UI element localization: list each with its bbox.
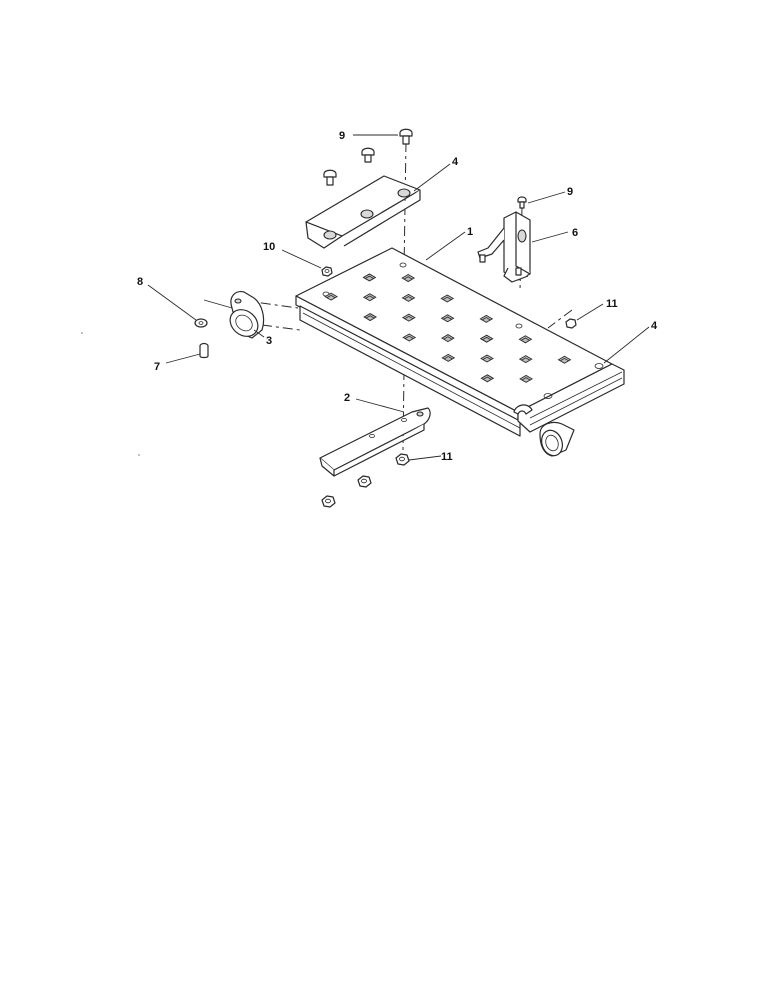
tread-slot-edge <box>560 357 569 362</box>
carriage-bolts-part-9 <box>323 128 527 209</box>
callout-2: 2 <box>344 392 350 404</box>
tread-slot <box>441 353 456 362</box>
tread-slot <box>441 334 455 343</box>
tread-slot-edge <box>404 296 413 300</box>
tread-slot <box>324 292 338 301</box>
tread-slot <box>401 293 416 302</box>
tread-slot-edge <box>404 315 414 320</box>
callout-8: 8 <box>137 276 143 288</box>
nut-part-11-right <box>565 318 577 329</box>
tread-slot-edge <box>521 377 531 381</box>
tread-slot <box>362 273 377 282</box>
callout-6: 6 <box>572 227 578 239</box>
leader-lines <box>147 134 650 461</box>
nut-part-10 <box>321 266 333 277</box>
tread-slot-edge <box>403 276 413 280</box>
support-bar-part-2 <box>319 407 431 477</box>
tread-slot <box>440 314 455 323</box>
stray-mark <box>81 332 83 334</box>
callout-labels: 9 4 9 6 10 1 8 11 3 4 7 2 11 <box>137 130 658 463</box>
tread-slot-edge <box>443 336 453 340</box>
spacer-tube-part-3 <box>203 291 265 339</box>
tread-slot <box>362 293 377 302</box>
tread-slot-edge <box>443 316 452 320</box>
tread-slot <box>519 374 533 383</box>
callout-9-right: 9 <box>567 186 573 198</box>
tread-slot-edge <box>365 275 374 279</box>
tread-slot <box>479 334 494 343</box>
tread-slot-edge <box>521 357 530 361</box>
tread-slot-edge <box>365 315 375 319</box>
tread-slots <box>324 273 572 383</box>
tread-slot <box>480 374 495 383</box>
callout-1: 1 <box>467 226 473 238</box>
callout-3: 3 <box>266 335 272 347</box>
nut-part-11-lower <box>395 453 410 466</box>
callout-9-top: 9 <box>339 130 345 142</box>
bolt-part-7 <box>199 342 209 359</box>
loose-nuts <box>321 475 372 508</box>
tread-slot <box>401 274 416 283</box>
callout-10: 10 <box>263 241 275 253</box>
tread-slot-edge <box>482 317 491 321</box>
tread-slot <box>518 355 533 364</box>
bracket-part-4-upper <box>305 175 421 249</box>
tread-slot <box>402 333 417 342</box>
callout-11-lower: 11 <box>441 451 453 463</box>
tread-slot <box>557 355 572 364</box>
stray-mark-2 <box>138 454 140 456</box>
tread-slot <box>363 313 378 322</box>
callout-4-bracket: 4 <box>452 156 459 168</box>
tread-slot-edge <box>365 295 374 299</box>
tread-slot <box>401 313 416 322</box>
tread-slot-edge <box>483 376 492 380</box>
deck-plate-part-1 <box>295 247 625 457</box>
tread-slot-edge <box>521 337 530 341</box>
tread-slot <box>480 354 494 363</box>
callout-11-right: 11 <box>606 298 618 310</box>
callout-7: 7 <box>154 361 160 373</box>
tread-slot-edge <box>482 336 491 341</box>
tread-slot-edge <box>444 356 453 360</box>
tread-slot <box>479 314 494 323</box>
tread-slot <box>518 335 533 344</box>
callout-4-end: 4 <box>651 320 658 332</box>
washer-part-8 <box>194 318 208 328</box>
tread-slot-edge <box>404 335 414 339</box>
tread-slot-edge <box>482 356 492 360</box>
tread-slot-edge <box>326 294 336 298</box>
tread-slot <box>440 294 455 303</box>
tread-slot-edge <box>443 296 452 300</box>
latch-bracket-part-6 <box>477 211 531 283</box>
